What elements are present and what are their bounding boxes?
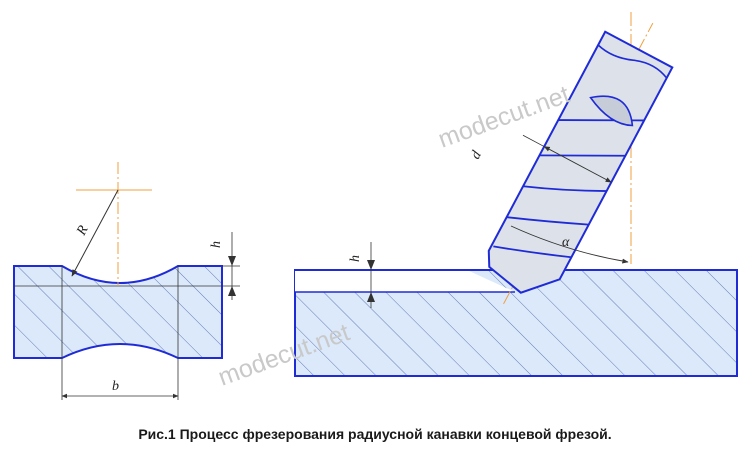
angle-arc <box>510 225 629 264</box>
depth-dimension-right <box>367 242 375 308</box>
end-mill <box>487 22 674 305</box>
figure-caption: Рис.1 Процесс фрезерования радиусной кан… <box>138 426 612 442</box>
depth-label-right: h <box>348 255 363 262</box>
radius-center <box>76 162 152 286</box>
left-workpiece <box>13 265 240 400</box>
radius-line <box>71 189 119 277</box>
angle-label: α <box>562 235 570 250</box>
radius-label: R <box>74 223 92 239</box>
depth-label-left: h <box>209 241 224 248</box>
depth-dimension-left <box>228 232 236 300</box>
width-label: b <box>112 379 119 394</box>
diameter-label: d <box>468 148 485 162</box>
